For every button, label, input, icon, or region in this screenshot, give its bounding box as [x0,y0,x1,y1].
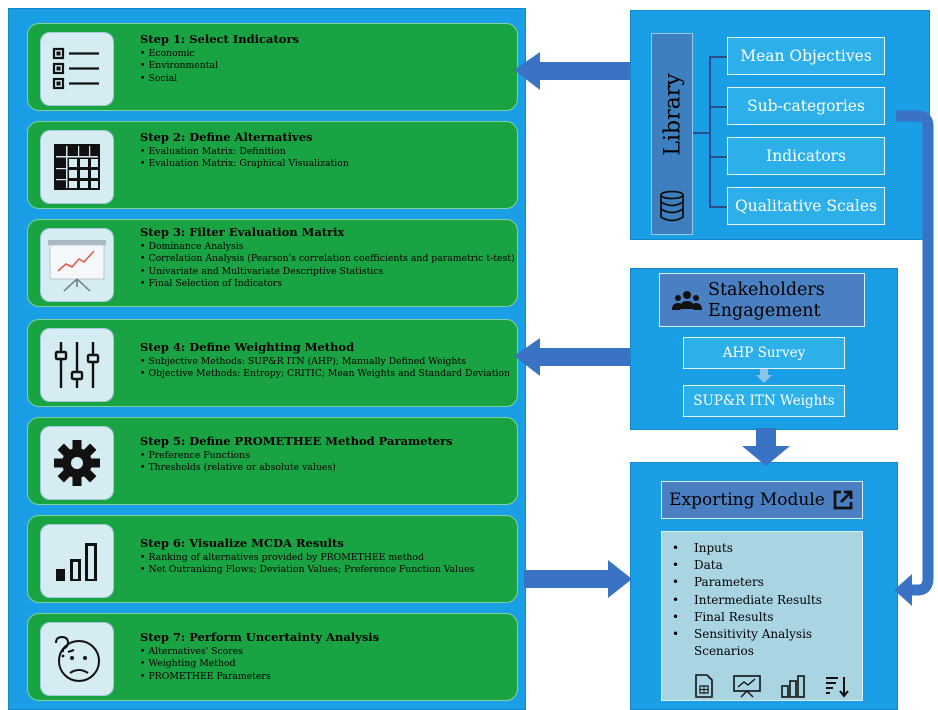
stakeholders-title-box: Stakeholders Engagement [659,273,865,327]
weights-box: SUP&R ITN Weights [683,385,845,417]
library-bar: Library [651,33,693,235]
step-item: Alternatives' Scores [140,646,511,658]
export-item: Sensitivity Analysis [672,626,862,643]
export-item: Intermediate Results [672,592,862,609]
exporting-panel: Exporting Module Inputs Data Parameters … [630,462,898,710]
confused-face-icon [40,622,114,696]
step-title: Step 7: Perform Uncertainty Analysis [140,630,380,644]
step-title: Step 3: Filter Evaluation Matrix [140,225,345,239]
step-7-card: Step 7: Perform Uncertainty Analysis Alt… [27,613,518,701]
sort-descending-icon [826,677,849,698]
library-panel: Library Mean Objectives Sub-categories I… [630,10,930,240]
step-title: Step 4: Define Weighting Method [140,340,355,354]
export-item: Parameters [672,574,862,591]
bar-chart-icon [781,675,805,698]
stakeholders-panel: Stakeholders Engagement AHP Survey SUP&R… [630,268,898,430]
step-2-card: Step 2: Define Alternatives Evaluation M… [27,121,518,209]
step-title: Step 1: Select Indicators [140,32,299,46]
export-item: Inputs [672,540,862,557]
step-1-card: Step 1: Select Indicators Economic Envir… [27,23,518,111]
export-icon [833,490,853,510]
step-5-card: Step 5: Define PROMETHEE Method Paramete… [27,417,518,505]
step-item: Dominance Analysis [140,241,511,253]
step-item: Social [140,73,511,85]
step-item: Subjective Methods: SUP&R ITN (AHP); Man… [140,356,511,368]
arrow-step6-to-export [524,560,632,598]
step-title: Step 2: Define Alternatives [140,130,313,144]
library-item-sub-categories: Sub-categories [727,87,885,125]
arrow-stakeholders-to-step4 [514,338,630,376]
down-arrow-icon [756,369,772,383]
step-item: Correlation Analysis (Pearson's correlat… [140,253,514,265]
step-item: Preference Functions [140,450,511,462]
step-3-card: Step 3: Filter Evaluation Matrix Dominan… [27,219,518,307]
exporting-title-box: Exporting Module [661,481,863,519]
step-item: Evaluation Matrix: Graphical Visualizati… [140,158,511,170]
step-item: Univariate and Multivariate Descriptive … [140,266,511,278]
stakeholders-title: Stakeholders Engagement [708,280,825,321]
presentation-chart-icon [40,228,114,302]
export-item: Final Results [672,609,862,626]
table-icon [40,130,114,204]
arrow-stakeholders-to-export [742,428,790,466]
arrow-library-to-step1 [514,52,630,90]
ahp-survey-box: AHP Survey [683,337,845,369]
step-item: Net Outranking Flows; Deviation Values; … [140,564,511,576]
step-item: Weighting Method [140,658,511,670]
sliders-icon [40,328,114,402]
checklist-icon [40,32,114,106]
step-title: Step 5: Define PROMETHEE Method Paramete… [140,434,453,448]
step-4-card: Step 4: Define Weighting Method Subjecti… [27,319,518,407]
exporting-title: Exporting Module [669,490,825,510]
steps-panel: Step 1: Select Indicators Economic Envir… [8,8,526,710]
step-item: Ranking of alternatives provided by PROM… [140,552,511,564]
step-6-card: Step 6: Visualize MCDA Results Ranking o… [27,515,518,603]
step-item: Economic [140,48,511,60]
spreadsheet-file-icon [695,674,713,698]
export-icons-row [694,674,850,698]
arrow-library-to-export [896,110,934,596]
export-item: Data [672,557,862,574]
step-item: PROMETHEE Parameters [140,671,511,683]
exporting-list-box: Inputs Data Parameters Intermediate Resu… [661,531,863,701]
step-item: Objective Methods: Entropy; CRITIC; Mean… [140,368,511,380]
library-item-qualitative-scales: Qualitative Scales [727,187,885,225]
presentation-icon [733,675,761,698]
step-item: Environmental [140,60,511,72]
people-group-icon [672,289,702,319]
step-item: Evaluation Matrix: Definition [140,146,511,158]
step-title: Step 6: Visualize MCDA Results [140,536,344,550]
step-item: Final Selection of Indicators [140,278,511,290]
export-item-continuation: Scenarios [694,644,754,659]
library-item-indicators: Indicators [727,137,885,175]
step-item: Thresholds (relative or absolute values) [140,462,511,474]
gear-icon [40,426,114,500]
database-icon [658,190,686,226]
library-item-mean-objectives: Mean Objectives [727,37,885,75]
bar-chart-icon [40,524,114,598]
